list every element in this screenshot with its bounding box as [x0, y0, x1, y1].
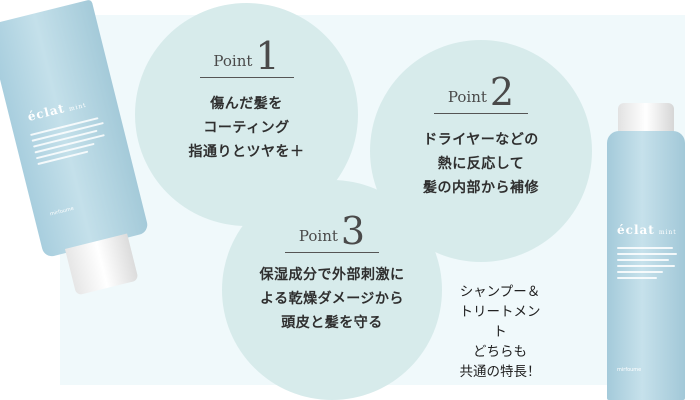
note-line-2: トリートメン — [459, 304, 541, 320]
point-1-line-3: 指通りとツヤを＋ — [188, 144, 305, 160]
point-3-line-1: 保湿成分で外部刺激に — [259, 267, 405, 283]
point-2-divider — [434, 113, 528, 114]
point-2-description: ドライヤーなどの 熱に反応して 髪の内部から補修 — [423, 128, 539, 200]
point-1-circle: Point 1 傷んだ髪を コーティング 指通りとツヤを＋ — [135, 3, 358, 226]
point-3-number: 3 — [340, 209, 366, 253]
point-2-line-3: 髪の内部から補修 — [423, 180, 539, 196]
tube-maker-label: mirfoume — [49, 205, 75, 218]
point-3-divider — [285, 252, 379, 253]
bottle-maker-label: mirfoume — [617, 367, 642, 373]
point-3-title: Point 3 — [299, 212, 365, 250]
point-1-number: 1 — [255, 34, 280, 78]
point-1-description: 傷んだ髪を コーティング 指通りとツヤを＋ — [189, 92, 305, 164]
point-3-line-2: よる乾燥ダメージから — [260, 291, 404, 307]
point-3-line-3: 頭皮と髪を守る — [281, 315, 383, 331]
point-3-circle: Point 3 保湿成分で外部刺激に よる乾燥ダメージから 頭皮と髪を守る — [222, 180, 442, 400]
point-3-word: Point — [298, 227, 338, 245]
note-line-1: シャンプー＆ — [459, 284, 541, 300]
common-feature-note: シャンプー＆ トリートメン ト どちらも 共通の特長！ — [440, 282, 560, 382]
bottle-cap — [618, 103, 674, 133]
point-1-line-1: 傷んだ髪を — [210, 96, 283, 112]
point-2-line-2: 熱に反応して — [437, 156, 525, 172]
point-3-description: 保湿成分で外部刺激に よる乾燥ダメージから 頭皮と髪を守る — [260, 263, 405, 335]
point-1-line-2: コーティング — [203, 120, 290, 136]
note-line-3: ト — [493, 324, 507, 340]
point-2-line-1: ドライヤーなどの — [423, 132, 539, 148]
point-1-divider — [199, 77, 294, 78]
point-2-title: Point 2 — [448, 73, 514, 111]
point-1-word: Point — [213, 52, 253, 70]
point-2-number: 2 — [489, 70, 515, 114]
note-line-4: どちらも — [473, 344, 527, 360]
point-1-title: Point 1 — [213, 37, 279, 75]
note-line-5: 共通の特長！ — [459, 364, 541, 380]
point-2-word: Point — [447, 88, 487, 106]
